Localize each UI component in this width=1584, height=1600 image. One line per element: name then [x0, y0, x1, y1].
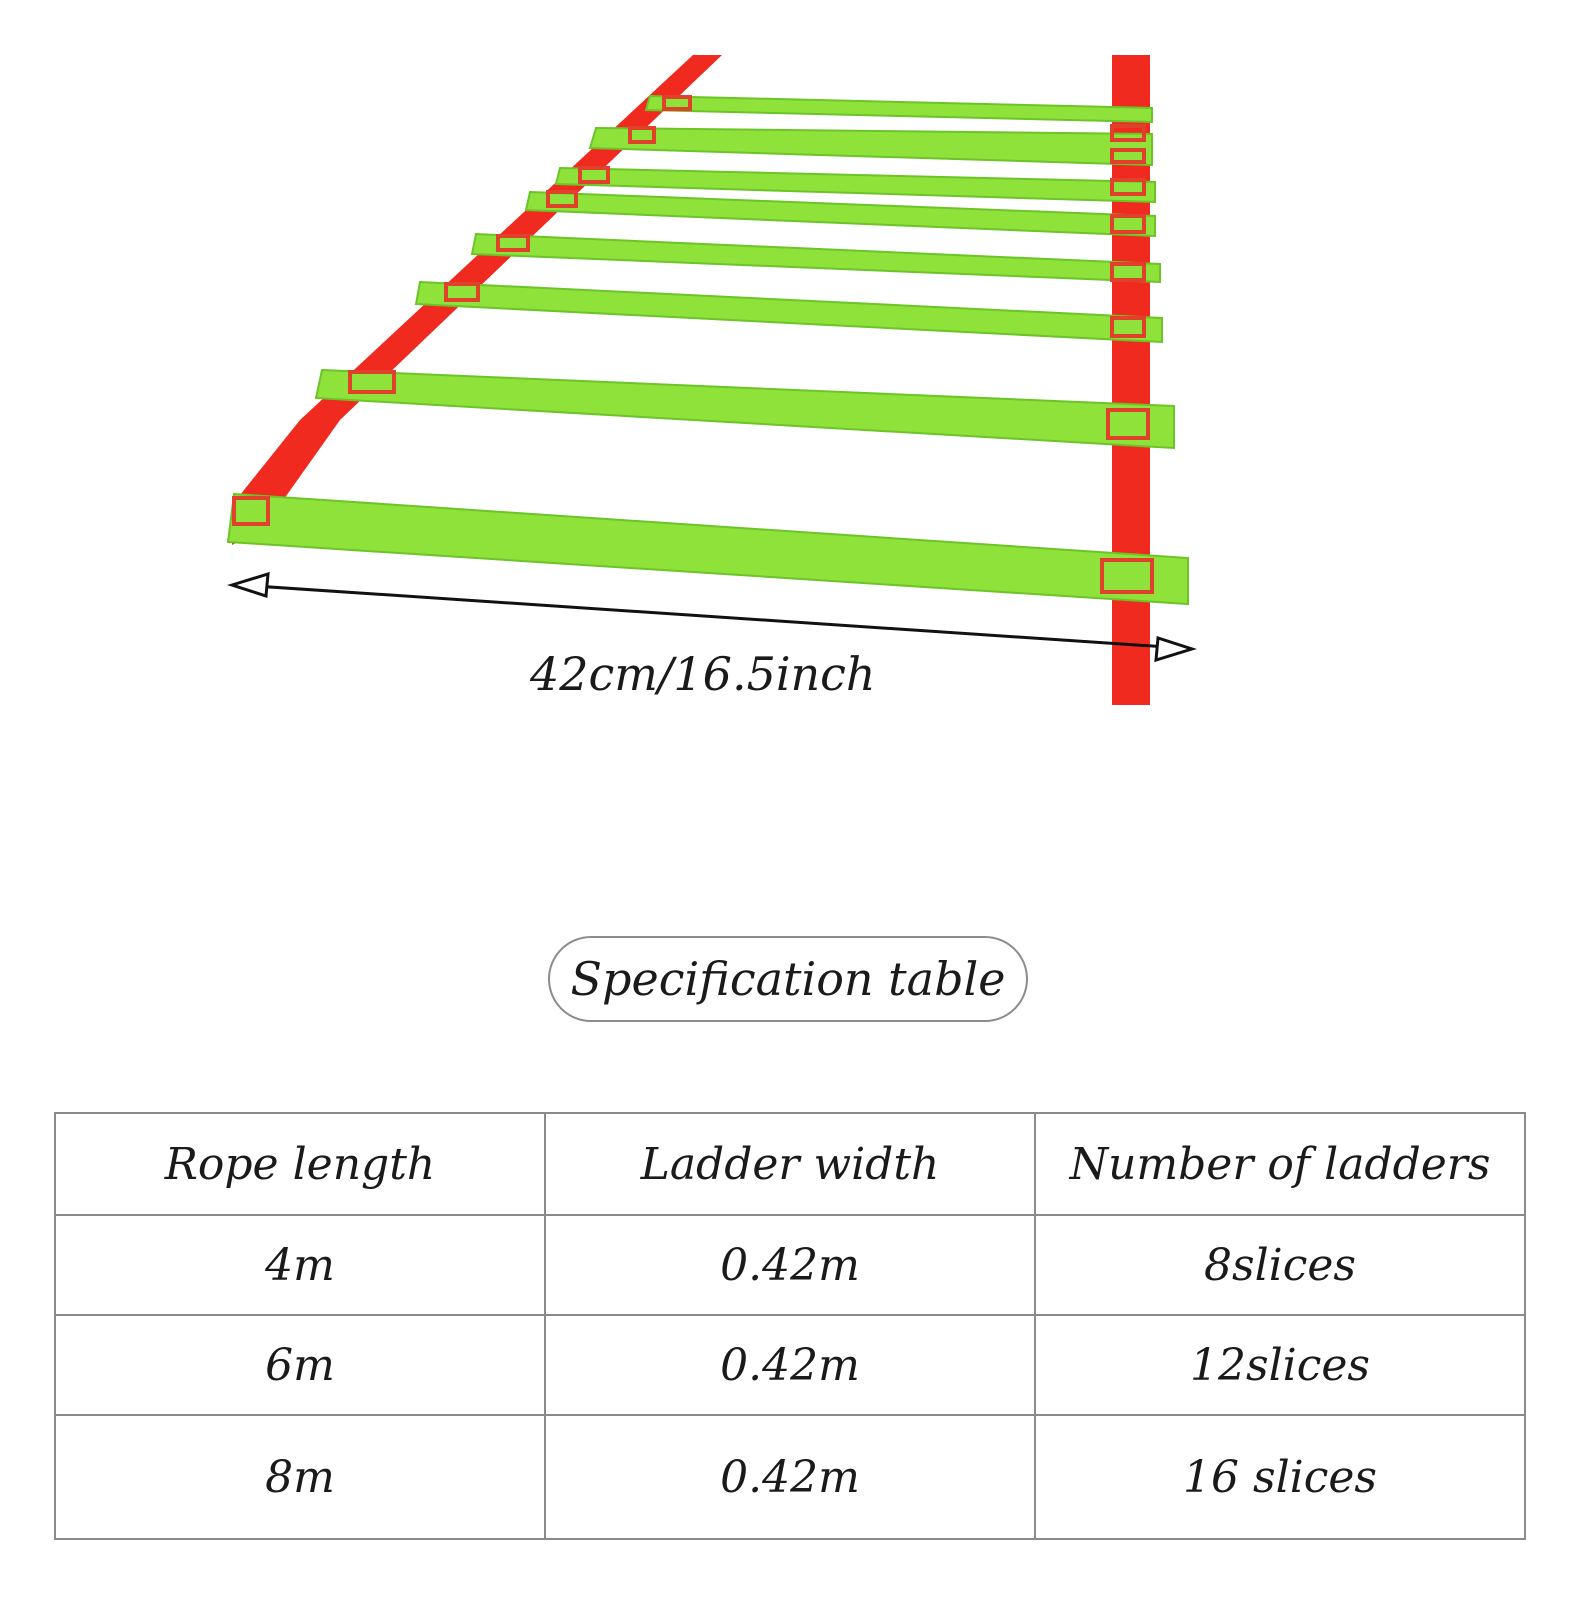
rung	[470, 232, 1161, 284]
rung	[588, 126, 1153, 167]
specification-title: Specification table	[570, 952, 1006, 1006]
header-ladder-width: Ladder width	[544, 1112, 1036, 1216]
left-strap	[232, 55, 722, 545]
cell-rope-length: 4m	[54, 1214, 546, 1316]
cell-rope-length: 6m	[54, 1314, 546, 1416]
rung	[226, 492, 1189, 606]
header-rope-length: Rope length	[54, 1112, 546, 1216]
width-dimension-label: 42cm/16.5inch	[530, 647, 876, 701]
cell-ladder-width: 0.42m	[544, 1414, 1036, 1540]
dimension-arrow	[227, 571, 1197, 663]
cell-number-of-ladders: 8slices	[1034, 1214, 1526, 1316]
rung	[644, 94, 1153, 124]
strap-loops	[1100, 124, 1154, 594]
table-row: 6m 0.42m 12slices	[54, 1314, 1526, 1416]
table-header-row: Rope length Ladder width Number of ladde…	[54, 1112, 1526, 1216]
table-row: 4m 0.42m 8slices	[54, 1214, 1526, 1316]
cell-ladder-width: 0.42m	[544, 1314, 1036, 1416]
strap-loops	[232, 95, 692, 526]
agility-ladder-illustration	[226, 55, 1197, 705]
table-row: 8m 0.42m 16 slices	[54, 1414, 1526, 1540]
rungs	[226, 94, 1189, 606]
header-number-of-ladders: Number of ladders	[1034, 1112, 1526, 1216]
specification-title-badge: Specification table	[548, 936, 1028, 1022]
rung	[524, 190, 1156, 238]
cell-ladder-width: 0.42m	[544, 1214, 1036, 1316]
specification-table: Rope length Ladder width Number of ladde…	[54, 1112, 1526, 1540]
rung	[414, 280, 1163, 344]
rung	[314, 368, 1175, 450]
rung	[554, 166, 1156, 204]
cell-number-of-ladders: 16 slices	[1034, 1414, 1526, 1540]
cell-rope-length: 8m	[54, 1414, 546, 1540]
cell-number-of-ladders: 12slices	[1034, 1314, 1526, 1416]
